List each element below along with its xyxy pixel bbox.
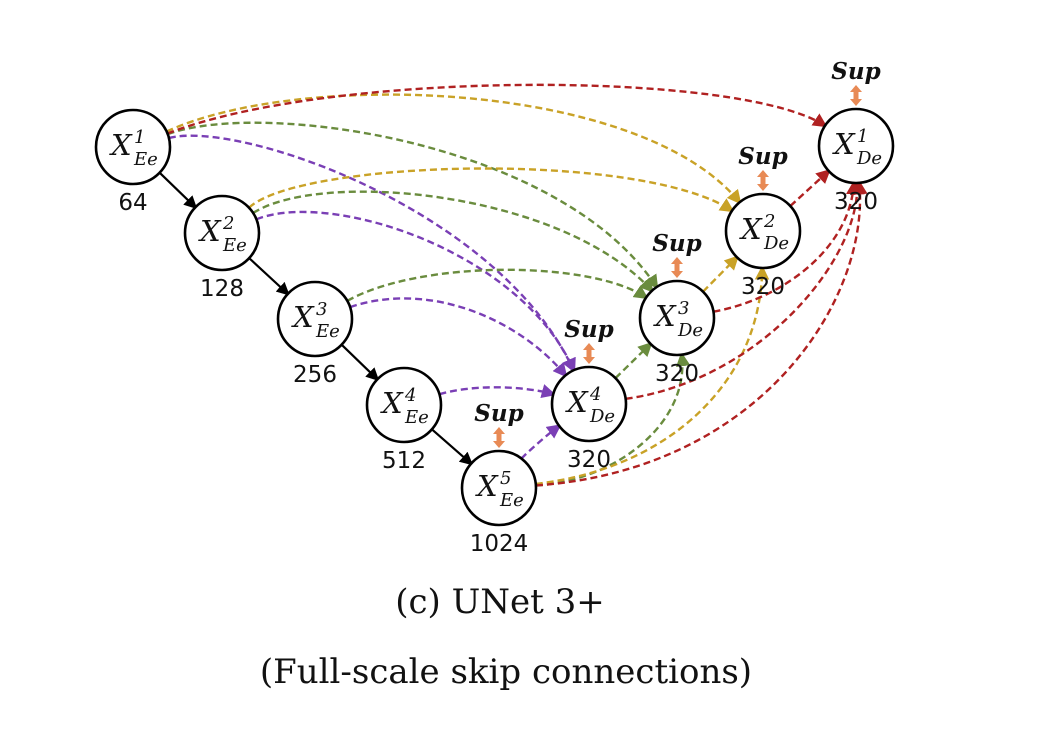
encoder-arrow-e3-e4 [340,343,380,382]
node-circle [276,280,354,358]
skip-edge-e2-d2 [248,167,735,213]
sup-marker-d2: Sup [738,143,788,191]
node-channel-count: 128 [200,276,244,302]
skip-edge-e4-d4 [439,384,557,399]
sup-marker-d1: Sup [831,58,881,106]
node-circle [460,449,538,527]
sup-arrow-icon [583,343,595,364]
sup-label: Sup [831,58,880,85]
skip-edge-d2-d1 [789,169,831,207]
node-circle [183,194,261,272]
node-channel-count: 512 [382,448,426,474]
sup-label: Sup [474,400,523,427]
encoder-arrow-e4-e5 [431,428,474,466]
encoder-path [158,171,474,466]
node-subscript: Ee [315,321,340,342]
node-subscript: De [856,148,882,169]
sup-marker-e5: Sup [474,400,524,448]
node-superscript: 2 [222,213,234,234]
node-superscript: 5 [500,468,511,489]
sup-arrow-icon [671,257,683,278]
sup-arrow-icon [850,85,862,106]
skip-edge-e1-d2 [166,93,742,205]
node-superscript: 3 [678,298,689,319]
node-symbol: X [198,214,222,248]
node-symbol: X [565,385,589,419]
node-circle [817,107,895,185]
node-circle [638,279,716,357]
node-symbol: X [291,300,315,334]
node-subscript: Ee [499,490,524,511]
node-symbol: X [380,386,404,420]
sup-marker-d4: Sup [564,316,614,364]
skip-connections [166,83,868,487]
node-superscript: 1 [134,127,145,148]
node-symbol: X [653,299,677,333]
node-circle [550,365,628,443]
skip-edge-d4-d1 [625,180,865,401]
sup-label: Sup [564,316,613,343]
encoder-arrow-e1-e2 [158,171,198,210]
skip-edge-e5-d4 [519,424,562,460]
skip-edge-d4-d3 [614,341,653,379]
sup-arrow-icon [757,170,769,191]
node-subscript: Ee [404,407,429,428]
node-superscript: 4 [589,384,601,405]
node-channel-count: 320 [741,274,785,300]
skip-edge-d3-d2 [702,255,740,293]
node-subscript: De [763,233,789,254]
node-symbol: X [109,128,133,162]
sup-label: Sup [738,143,787,170]
node-channel-count: 1024 [470,531,529,557]
node-channel-count: 256 [293,362,337,388]
node-symbol: X [739,212,763,246]
skip-edge-e5-d2 [535,265,770,486]
sup-arrow-icon [493,427,505,448]
node-circle [94,108,172,186]
node-superscript: 3 [316,299,327,320]
node-channel-count: 320 [655,361,699,387]
node-subscript: Ee [222,235,247,256]
node-superscript: 1 [857,126,868,147]
skip-edge-e3-d3 [346,268,649,302]
node-subscript: De [589,406,615,427]
skip-edge-e1-d1 [167,83,828,135]
sup-marker-d3: Sup [652,230,702,278]
skip-edge-e3-d4 [349,297,568,378]
node-channel-count: 320 [834,189,878,215]
skip-edge-e2-d4 [255,210,576,373]
node-circle [724,192,802,270]
node-channel-count: 320 [567,447,611,473]
node-subscript: De [677,320,703,341]
skip-edge-e5-d1 [535,179,868,487]
node-symbol: X [832,127,856,161]
node-superscript: 2 [763,211,775,232]
encoder-arrow-e2-e3 [248,257,290,296]
skip-edge-e2-d3 [252,190,654,293]
skip-edge-d3-d1 [713,180,861,313]
skip-edge-e5-d3 [535,351,691,487]
node-superscript: 4 [404,385,416,406]
skip-edge-e1-d4 [168,134,576,373]
caption-subtitle: (Full-scale skip connections) [260,652,752,692]
sup-label: Sup [652,230,701,257]
node-symbol: X [475,469,499,503]
caption-title: (c) UNet 3+ [395,582,605,622]
skip-edge-e1-d3 [167,121,659,290]
node-circle [365,366,443,444]
node-channel-count: 64 [118,190,147,216]
node-subscript: Ee [133,149,158,170]
